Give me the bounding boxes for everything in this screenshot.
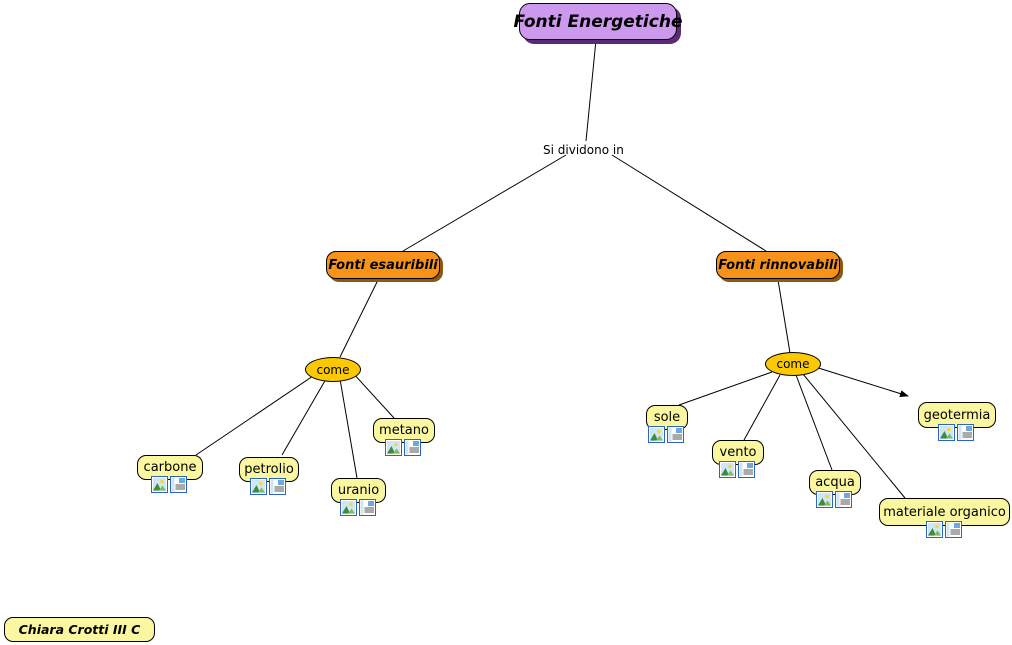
- node-petrolio[interactable]: petrolio: [239, 457, 299, 482]
- document-icon[interactable]: [957, 424, 974, 441]
- node-vento-label: vento: [719, 445, 757, 460]
- edge-come-to-acqua: [795, 374, 833, 471]
- attachments-acqua: [816, 491, 852, 508]
- author-label: Chiara Crotti III C: [18, 622, 141, 637]
- attachments-vento: [719, 461, 755, 478]
- image-icon[interactable]: [151, 476, 168, 493]
- document-icon[interactable]: [945, 521, 962, 538]
- node-come-right-label: come: [776, 357, 810, 371]
- attachments-geotermia: [938, 424, 974, 441]
- edge-come-to-vento: [743, 374, 781, 441]
- node-fonti-esauribili[interactable]: Fonti esauribili: [326, 251, 440, 279]
- document-icon[interactable]: [359, 499, 376, 516]
- edge-come-to-geotermia: [811, 365, 909, 397]
- edge-root-to-label: [585, 39, 597, 142]
- node-root[interactable]: Fonti Energetiche: [514, 3, 682, 40]
- node-fonti-esauribili-label: Fonti esauribili: [328, 257, 438, 273]
- edge-come-to-carbone: [195, 373, 317, 456]
- edge-come-to-petrolio: [281, 378, 327, 456]
- node-vento[interactable]: vento: [712, 440, 764, 465]
- image-icon[interactable]: [648, 426, 665, 443]
- node-uranio-label: uranio: [337, 483, 380, 498]
- attachments-petrolio: [250, 478, 286, 495]
- node-petrolio-label: petrolio: [244, 462, 294, 477]
- edge-come-to-metano: [351, 371, 395, 419]
- node-sole-label: sole: [653, 410, 681, 425]
- node-acqua-label: acqua: [815, 475, 855, 490]
- node-metano[interactable]: metano: [373, 418, 435, 443]
- image-icon[interactable]: [938, 424, 955, 441]
- node-come-left-label: come: [316, 362, 350, 377]
- edge-rinnovabili-to-come: [777, 279, 791, 354]
- document-icon[interactable]: [667, 426, 684, 443]
- image-icon[interactable]: [340, 499, 357, 516]
- image-icon[interactable]: [816, 491, 833, 508]
- edge-come-to-sole: [678, 371, 773, 406]
- document-icon[interactable]: [269, 478, 286, 495]
- image-icon[interactable]: [250, 478, 267, 495]
- node-come-right[interactable]: come: [765, 352, 821, 376]
- node-materiale-organico-label: materiale organico: [883, 504, 1006, 520]
- edge-label-to-esauribili: [402, 154, 567, 252]
- node-carbone[interactable]: carbone: [137, 455, 203, 480]
- document-icon[interactable]: [738, 461, 755, 478]
- node-carbone-label: carbone: [143, 460, 197, 475]
- node-materiale-organico[interactable]: materiale organico: [879, 498, 1010, 526]
- node-come-left[interactable]: come: [305, 357, 361, 382]
- document-icon[interactable]: [170, 476, 187, 493]
- node-geotermia-label: geotermia: [923, 407, 991, 423]
- node-uranio[interactable]: uranio: [331, 478, 386, 503]
- edge-label-si-dividono-in: Si dividono in: [543, 143, 624, 157]
- attachments-materiale-organico: [926, 521, 962, 538]
- edge-label-to-rinnovabili: [611, 154, 767, 252]
- document-icon[interactable]: [404, 439, 421, 456]
- node-sole[interactable]: sole: [646, 405, 688, 430]
- image-icon[interactable]: [385, 439, 402, 456]
- node-root-label: Fonti Energetiche: [513, 11, 683, 32]
- node-fonti-rinnovabili[interactable]: Fonti rinnovabili: [716, 251, 840, 279]
- edge-esauribili-to-come: [339, 279, 379, 358]
- attachments-uranio: [340, 499, 376, 516]
- node-fonti-rinnovabili-label: Fonti rinnovabili: [718, 257, 838, 273]
- attachments-sole: [648, 426, 684, 443]
- attachments-metano: [385, 439, 421, 456]
- image-icon[interactable]: [719, 461, 736, 478]
- edge-come-to-uranio: [339, 378, 358, 479]
- author-chip[interactable]: Chiara Crotti III C: [4, 617, 155, 642]
- node-metano-label: metano: [379, 423, 429, 438]
- document-icon[interactable]: [835, 491, 852, 508]
- image-icon[interactable]: [926, 521, 943, 538]
- attachments-carbone: [151, 476, 187, 493]
